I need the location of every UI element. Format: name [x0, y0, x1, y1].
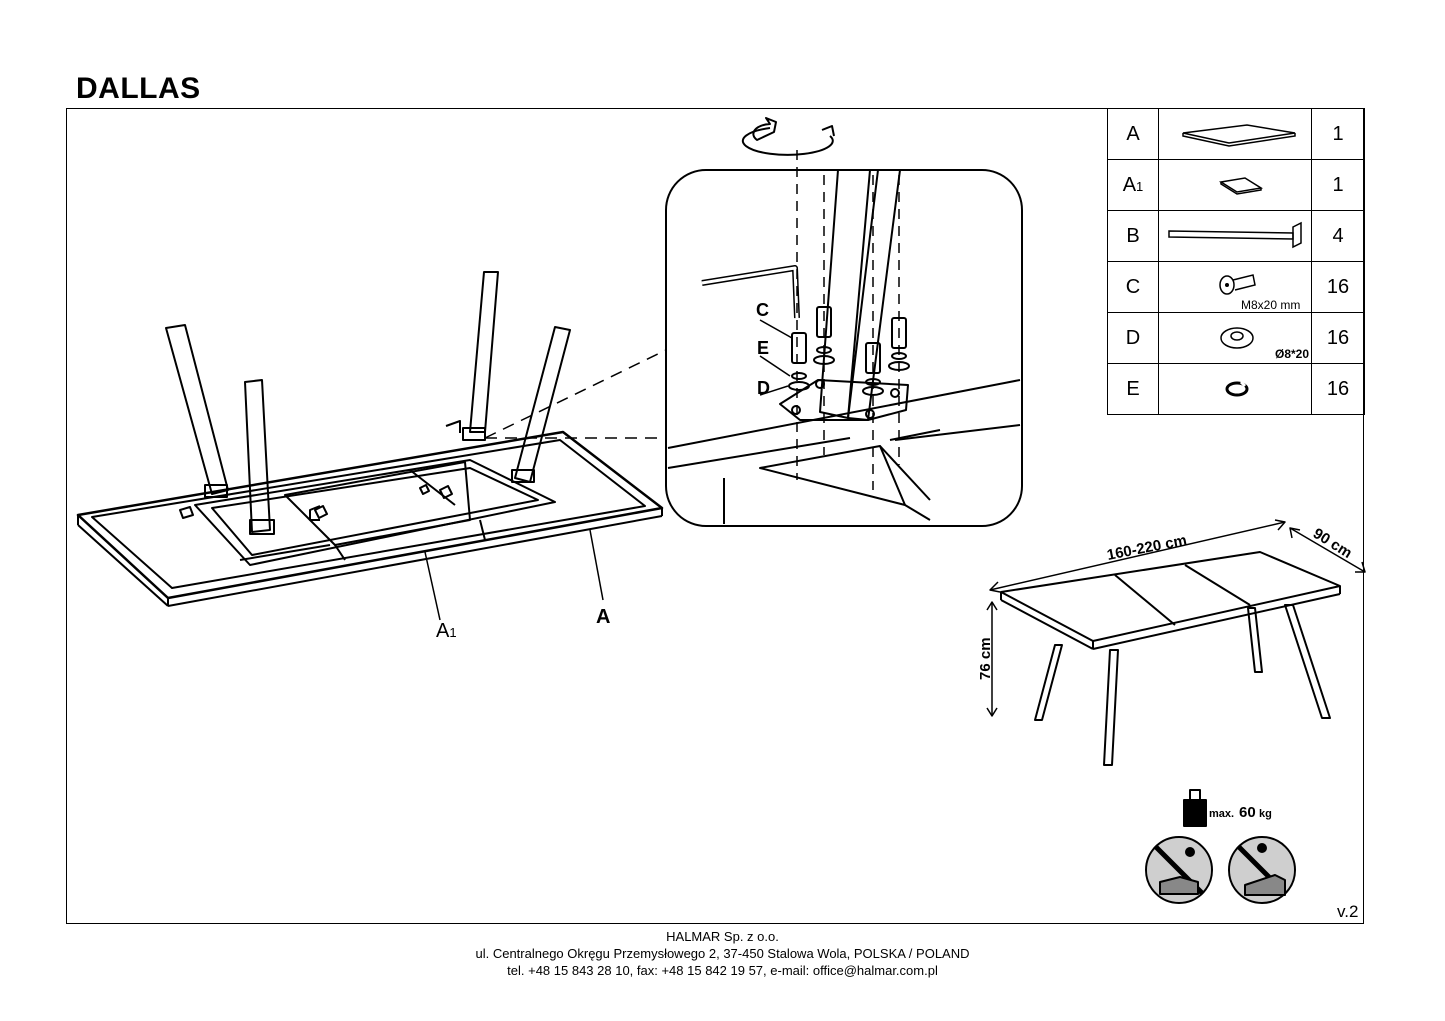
part-letter: D — [1107, 312, 1159, 364]
height-dimension: 76 cm — [977, 637, 994, 680]
bolt-icon: M8x20 mm — [1158, 261, 1312, 313]
label-d: D — [757, 378, 770, 398]
spring-washer-icon — [1158, 363, 1312, 415]
washer-icon: Ø8*20 — [1158, 312, 1312, 364]
part-qty: 16 — [1311, 363, 1365, 415]
part-letter: A — [1107, 108, 1159, 160]
part-qty: 16 — [1311, 312, 1365, 364]
table-top-icon — [1158, 108, 1312, 160]
part-qty: 1 — [1311, 108, 1365, 160]
no-standing-icon — [1145, 836, 1213, 904]
parts-row: C M8x20 mm 16 — [1107, 261, 1365, 313]
max-weight-icon — [1183, 789, 1207, 827]
table-dimensions-icon — [986, 519, 1366, 766]
parts-row: A1 1 — [1107, 159, 1365, 211]
extension-leaf-icon — [1158, 159, 1312, 211]
upside-down-table-icon — [76, 430, 664, 607]
legs-icon — [165, 271, 571, 535]
width-dimension: 90 cm — [1310, 525, 1355, 562]
max-load-unit: kg — [1259, 808, 1272, 820]
part-qty: 4 — [1311, 210, 1365, 262]
footer-address: ul. Centralnego Okręgu Przemysłowego 2, … — [475, 946, 970, 961]
label-a: A — [596, 606, 611, 628]
part-letter: E — [1107, 363, 1159, 415]
footer: HALMAR Sp. z o.o. ul. Centralnego Okręgu… — [0, 928, 1445, 979]
max-load-prefix: max. — [1209, 808, 1234, 820]
part-letter: A1 — [1107, 159, 1159, 211]
part-letter: C — [1107, 261, 1159, 313]
leg-icon — [1158, 210, 1312, 262]
drawing-frame — [66, 108, 1364, 924]
parts-row: A 1 — [1107, 108, 1365, 160]
bolt-spec: M8x20 mm — [1241, 298, 1301, 312]
document-title: DALLAS — [76, 72, 201, 105]
parts-table: A 1 A1 1 B 4 C M8x20 mm 16 D Ø8*20 16 — [1107, 108, 1365, 415]
label-e: E — [757, 338, 770, 358]
label-c: C — [756, 300, 769, 320]
max-load-value: 60 — [1239, 804, 1256, 821]
washer-spec: Ø8*20 — [1275, 347, 1310, 361]
footer-contact: tel. +48 15 843 28 10, fax: +48 15 842 1… — [507, 963, 938, 978]
label-a1: A1 — [436, 620, 457, 642]
parts-row: B 4 — [1107, 210, 1365, 262]
part-qty: 16 — [1311, 261, 1365, 313]
parts-row: E 16 — [1107, 363, 1365, 415]
length-dimension: 160-220 cm — [1106, 532, 1189, 564]
leg-mounting-detail-icon — [667, 150, 1021, 524]
part-letter: B — [1107, 210, 1159, 262]
parts-row: D Ø8*20 16 — [1107, 312, 1365, 364]
rotate-icon — [741, 117, 835, 156]
footer-company: HALMAR Sp. z o.o. — [666, 929, 779, 944]
version-label: v.2 — [1337, 902, 1359, 921]
no-sitting-icon — [1228, 836, 1296, 904]
part-qty: 1 — [1311, 159, 1365, 211]
detail-box — [665, 169, 1023, 527]
